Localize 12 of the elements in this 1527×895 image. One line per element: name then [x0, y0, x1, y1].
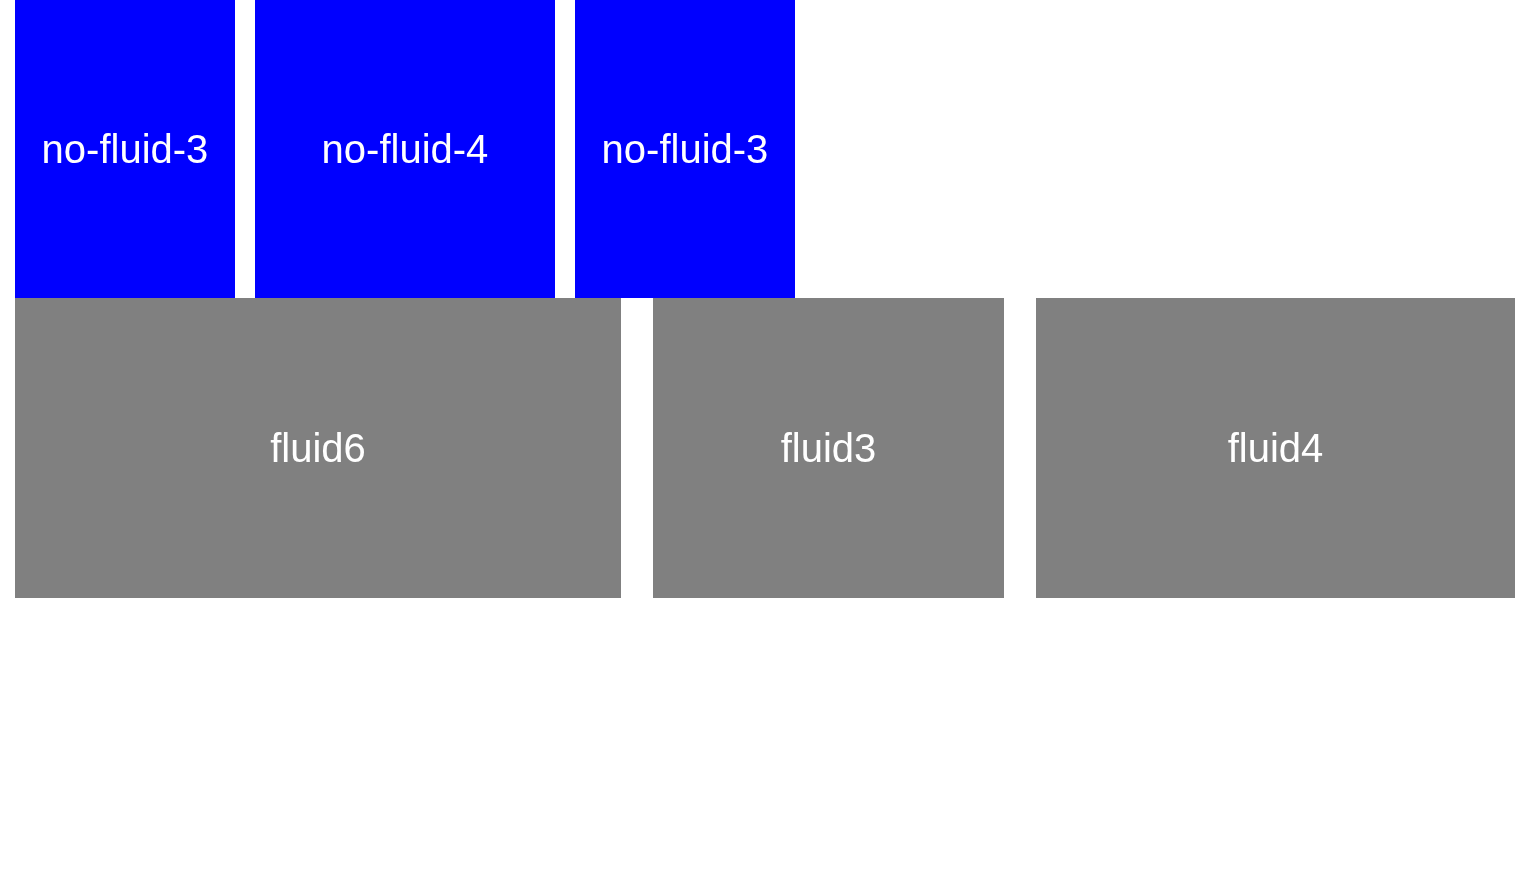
- layout-column-block: [1036, 298, 1515, 598]
- block-label: fluid4: [1227, 425, 1324, 471]
- block-label: no-fluid-3: [41, 126, 209, 172]
- block-label: no-fluid-4: [321, 126, 489, 172]
- layout-column-block: [653, 298, 1004, 598]
- block-label: fluid3: [780, 425, 877, 471]
- layout-column-block: [15, 298, 621, 598]
- layout-column-block: [255, 0, 555, 298]
- layout-column-block: [575, 0, 795, 298]
- layout-column-block: [15, 0, 235, 298]
- block-label: no-fluid-3: [601, 126, 769, 172]
- block-label: fluid6: [270, 425, 366, 471]
